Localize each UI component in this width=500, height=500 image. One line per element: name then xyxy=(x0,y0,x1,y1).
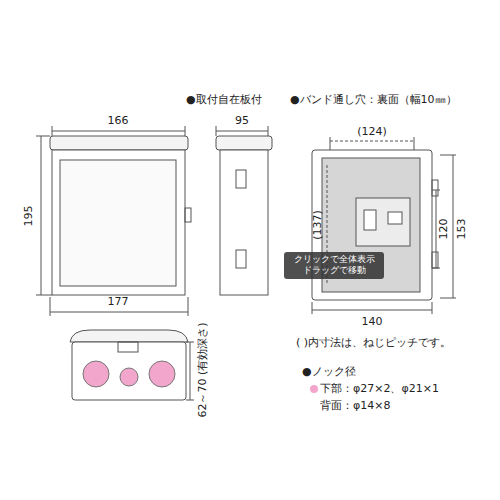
side-body xyxy=(220,150,268,295)
front-body xyxy=(52,150,185,295)
dimension-label: ●バンド通し穴：裏面（幅10㎜） xyxy=(290,94,457,106)
hinge xyxy=(236,170,246,188)
bottom-body xyxy=(72,342,186,400)
dimension-label: 140 xyxy=(362,316,383,328)
front-window xyxy=(60,160,176,286)
dimension-label: 62～70 (有効深さ) xyxy=(197,322,209,417)
side-lid xyxy=(216,136,272,150)
hinge xyxy=(236,250,246,268)
dimension-label: ●ノック径 xyxy=(302,366,356,378)
dimension-label: 153 xyxy=(456,219,468,240)
dimension-label: 166 xyxy=(108,115,129,127)
dimension-label: ( )内寸法は、ねじピッチです。 xyxy=(296,337,451,349)
knockout xyxy=(120,368,138,386)
bullet xyxy=(310,385,318,393)
tab xyxy=(185,208,191,222)
breaker xyxy=(356,198,410,246)
bottom-lid xyxy=(70,330,188,342)
lid xyxy=(50,136,188,150)
knockout xyxy=(149,361,175,387)
dimension-label: 120 xyxy=(438,219,450,240)
dimension-label: (137) xyxy=(312,210,324,240)
dimension-label: 177 xyxy=(108,296,129,308)
dimension-label: 95 xyxy=(235,115,249,127)
overlay-text: クリックで全体表示 ドラッグで移動 xyxy=(288,254,380,277)
dimension-label: (124) xyxy=(357,126,387,138)
dimension-label: 背面：φ14×8 xyxy=(320,400,390,412)
knockout xyxy=(83,361,109,387)
dimension-label: 下部：φ27×2、φ21×1 xyxy=(320,383,439,395)
dimension-label: 195 xyxy=(23,206,35,227)
overlay-box: クリックで全体表示 ドラッグで移動 xyxy=(284,252,384,279)
dimension-label: ●取付自在板付 xyxy=(186,94,262,106)
